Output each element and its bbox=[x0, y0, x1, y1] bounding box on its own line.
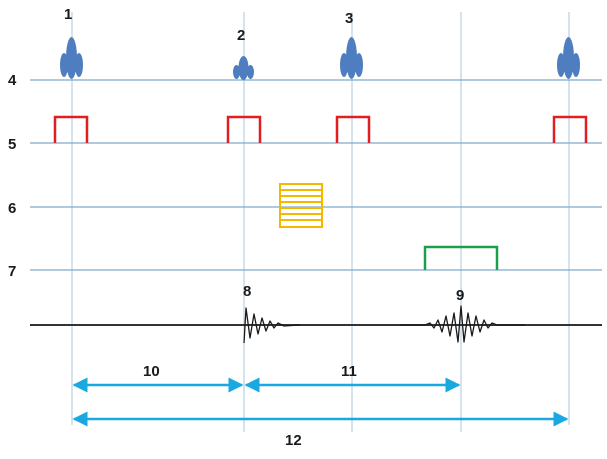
fid-signal bbox=[243, 307, 301, 344]
gate-1 bbox=[53, 115, 89, 143]
acquisition-window bbox=[423, 245, 499, 270]
gradient-block bbox=[279, 183, 323, 228]
pulse-label-2: 2 bbox=[237, 27, 245, 44]
gate-3 bbox=[335, 115, 371, 143]
pulse-label-1: 1 bbox=[64, 6, 72, 23]
signal-trace bbox=[30, 305, 602, 344]
gate-2 bbox=[226, 115, 262, 143]
vertical-guides bbox=[71, 12, 570, 432]
interval-label-12: 12 bbox=[285, 432, 302, 449]
rf-pulse-1 bbox=[60, 37, 83, 79]
interval-arrows bbox=[72, 377, 569, 427]
signal-label-fid: 8 bbox=[243, 283, 251, 300]
row-lines bbox=[30, 79, 602, 271]
rf-pulse-3 bbox=[340, 37, 363, 79]
rf-pulse-2 bbox=[233, 56, 254, 80]
row-label-6: 6 bbox=[8, 200, 16, 217]
gate-4 bbox=[552, 115, 588, 143]
row-label-4: 4 bbox=[8, 72, 17, 89]
echo-signal bbox=[400, 305, 525, 343]
signal-label-echo: 9 bbox=[456, 287, 464, 304]
interval-label-10: 10 bbox=[143, 363, 160, 380]
row-label-5: 5 bbox=[8, 136, 16, 153]
gates-row-5 bbox=[53, 115, 588, 143]
row-label-7: 7 bbox=[8, 263, 16, 280]
pulse-label-3: 3 bbox=[345, 10, 353, 27]
rf-pulse-4 bbox=[557, 37, 580, 79]
interval-label-11: 11 bbox=[341, 363, 357, 380]
